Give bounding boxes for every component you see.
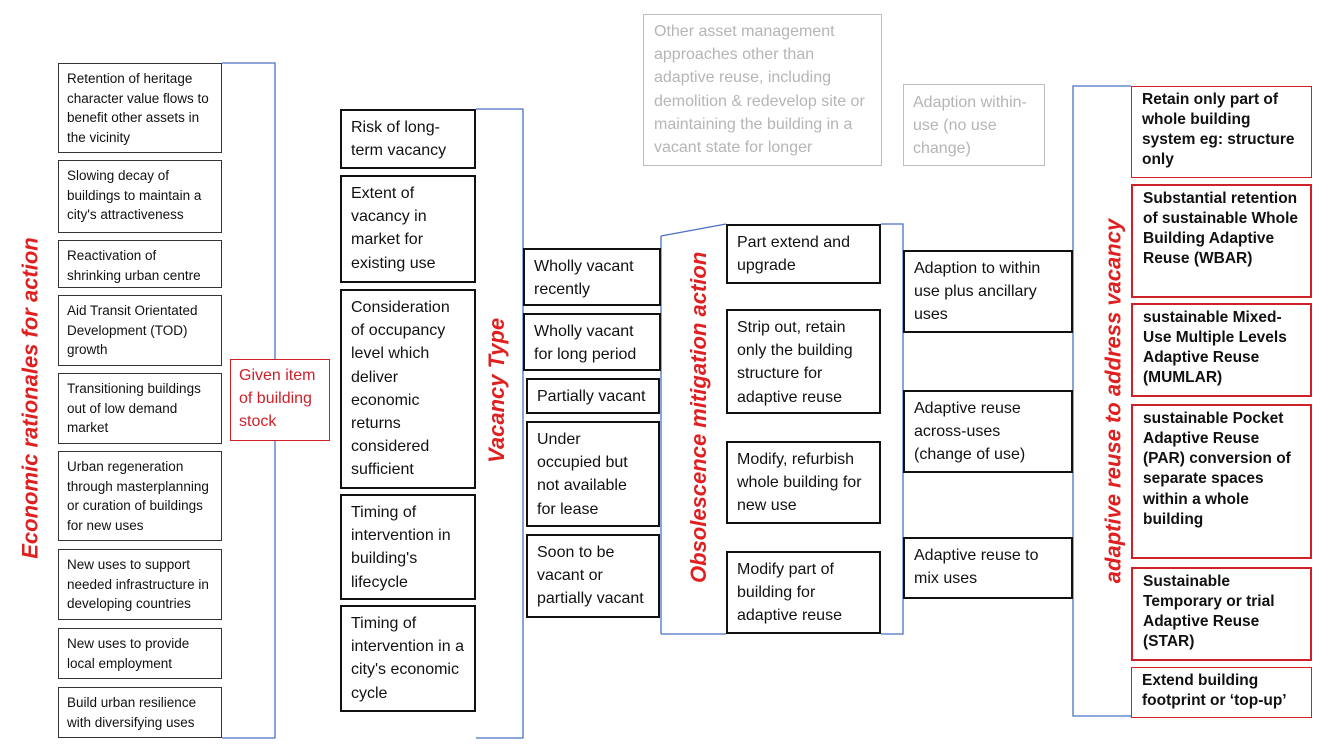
given-item-box: Given item of building stock <box>230 359 330 441</box>
mitigation-action-box: Strip out, retain only the building stru… <box>726 309 881 414</box>
rationale-box: New uses to provide local employment <box>58 628 222 679</box>
vacancy-factor-box: Consideration of occupancy level which d… <box>340 289 476 489</box>
mitigation-action-box: Modify part of building for adaptive reu… <box>726 551 881 634</box>
vacancy-type-box: Wholly vacant for long period <box>523 313 661 371</box>
adaptive-type-box: Retain only part of whole building syste… <box>1131 86 1312 178</box>
other-approaches-box: Other asset management approaches other … <box>643 14 882 166</box>
rationale-box: Retention of heritage character value fl… <box>58 63 222 153</box>
adaptive-type-box: sustainable Pocket Adaptive Reuse (PAR) … <box>1131 404 1312 559</box>
rationale-box: New uses to support needed infrastructur… <box>58 549 222 620</box>
vacancy-type-box: Partially vacant <box>526 378 660 414</box>
economic-rationales-label: Economic rationales for action <box>17 237 43 559</box>
adaptive-reuse-label: adaptive reuse to address vacancy <box>1100 218 1126 584</box>
use-change-box: Adaptive reuse across-uses (change of us… <box>903 390 1073 473</box>
rationale-box: Reactivation of shrinking urban centre <box>58 240 222 288</box>
vacancy-factor-box: Risk of long-term vacancy <box>340 109 476 169</box>
adaptive-type-box: Substantial retention of sustainable Who… <box>1131 184 1312 298</box>
adaptive-type-box: Sustainable Temporary or trial Adaptive … <box>1131 567 1312 661</box>
mitigation-action-box: Modify, refurbish whole building for new… <box>726 441 881 524</box>
adaptive-type-box: Extend building footprint or ‘top-up’ <box>1131 667 1312 718</box>
use-change-box: Adaption to within use plus ancillary us… <box>903 250 1073 333</box>
adaptive-type-box: sustainable Mixed-Use Multiple Levels Ad… <box>1131 303 1312 397</box>
rationale-box: Transitioning buildings out of low deman… <box>58 373 222 444</box>
obsolescence-mitigation-label: Obsolescence mitigation action <box>686 251 711 583</box>
rationale-box: Build urban resilience with diversifying… <box>58 687 222 738</box>
vacancy-factor-box: Timing of intervention in a city's econo… <box>340 605 476 712</box>
rationale-box: Aid Transit Orientated Development (TOD)… <box>58 295 222 366</box>
vacancy-factor-box: Extent of vacancy in market for existing… <box>340 175 476 283</box>
use-change-box: Adaptive reuse to mix uses <box>903 537 1073 599</box>
vacancy-factor-box: Timing of intervention in building's lif… <box>340 494 476 600</box>
rationale-box: Slowing decay of buildings to maintain a… <box>58 160 222 233</box>
mitigation-action-box: Part extend and upgrade <box>726 224 881 284</box>
vacancy-type-box: Under occupied but not available for lea… <box>526 421 660 527</box>
vacancy-type-label: Vacancy Type <box>484 317 509 463</box>
vacancy-type-box: Wholly vacant recently <box>523 248 661 306</box>
rationale-box: Urban regeneration through masterplannin… <box>58 451 222 541</box>
adaption-within-use-box: Adaption within-use (no use change) <box>903 84 1045 166</box>
vacancy-type-box: Soon to be vacant or partially vacant <box>526 534 660 618</box>
